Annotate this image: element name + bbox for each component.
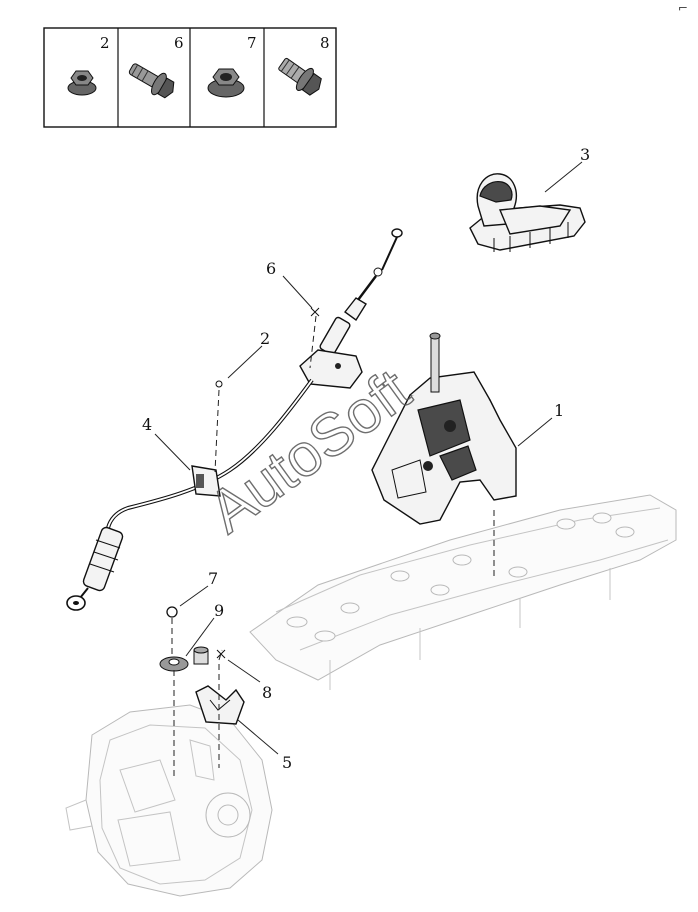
callout-6: 6 [266,259,276,278]
corner-mark: ⌐ [678,1,688,15]
stud-part [193,646,209,665]
callout-8: 8 [262,683,272,702]
legend-cell-6: 6 [128,34,184,99]
flange-bolt-icon [128,63,175,99]
bracket-5 [195,685,245,725]
flange-bolt-icon [278,57,322,96]
callout-7: 7 [208,569,218,588]
nut-2 [215,380,223,388]
callout-1: 1 [554,401,564,420]
transmission-housing-ghost [65,704,273,897]
legend-number: 8 [320,34,330,52]
shifter-assembly [371,332,517,525]
hardware-legend: 2 6 7 [43,27,337,128]
legend-number: 2 [100,34,110,52]
callout-3: 3 [580,145,590,164]
shift-cable [66,228,403,611]
callout-9: 9 [214,601,224,620]
nut-7 [166,606,178,618]
callout-4: 4 [142,415,152,434]
callout-leaders [154,161,583,755]
legend-number: 7 [247,34,257,52]
assembly-lines [171,307,495,780]
washer-9 [159,656,189,672]
flange-nut-icon [67,70,97,96]
callout-numbers: 1 2 3 4 5 6 7 8 9 [142,145,590,772]
floor-tunnel-ghost [249,494,677,690]
hardware-in-assembly [159,380,245,725]
legend-number: 6 [174,34,184,52]
legend-cell-8: 8 [278,34,330,96]
flange-nut-icon [207,68,245,98]
callout-5: 5 [282,753,292,772]
shift-knob-boot [469,173,586,252]
legend-cell-7: 7 [207,34,257,98]
callout-2: 2 [260,329,270,348]
legend-cell-2: 2 [67,34,110,96]
